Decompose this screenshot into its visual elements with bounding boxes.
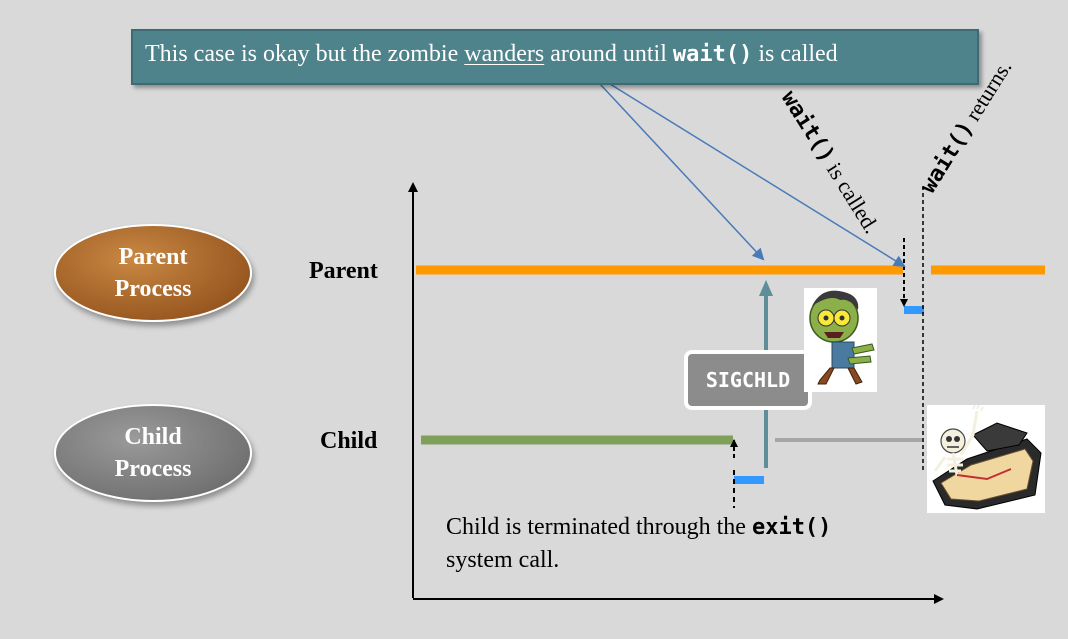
child-process-line2: Process bbox=[114, 456, 192, 482]
parent-process-line2: Process bbox=[114, 276, 192, 302]
zombie-icon bbox=[804, 288, 877, 392]
callout-box bbox=[131, 29, 979, 85]
child-process-line1: Child bbox=[124, 424, 182, 450]
callout-arrow-1 bbox=[599, 83, 765, 261]
exit-note-text-2: system call. bbox=[446, 547, 560, 573]
parent-row-label: Parent bbox=[309, 258, 378, 284]
callout-arrow-2 bbox=[609, 83, 906, 268]
sigchld-label: SIGCHLD bbox=[705, 368, 791, 392]
callout-text: This case is okay but the zombie wanders… bbox=[145, 41, 838, 68]
callout-text-part: is called bbox=[752, 41, 838, 67]
exit-note: Child is terminated through the exit() sy… bbox=[446, 511, 916, 576]
child-row-label: Child bbox=[320, 428, 378, 454]
exit-marker bbox=[734, 476, 764, 484]
sigchld-box: SIGCHLD bbox=[684, 350, 812, 410]
wait-marker bbox=[904, 306, 924, 314]
parent-process-line1: Parent bbox=[118, 244, 188, 270]
skeleton-coffin-icon bbox=[927, 404, 1045, 513]
exit-note-text: Child is terminated through the bbox=[446, 514, 752, 540]
callout-text-part: around until bbox=[544, 41, 673, 67]
exit-note-code: exit() bbox=[751, 515, 832, 540]
callout-underlined-word: wanders bbox=[464, 41, 545, 67]
callout-text-part: This case is okay but the zombie bbox=[145, 41, 465, 67]
callout-code: wait() bbox=[672, 42, 753, 67]
